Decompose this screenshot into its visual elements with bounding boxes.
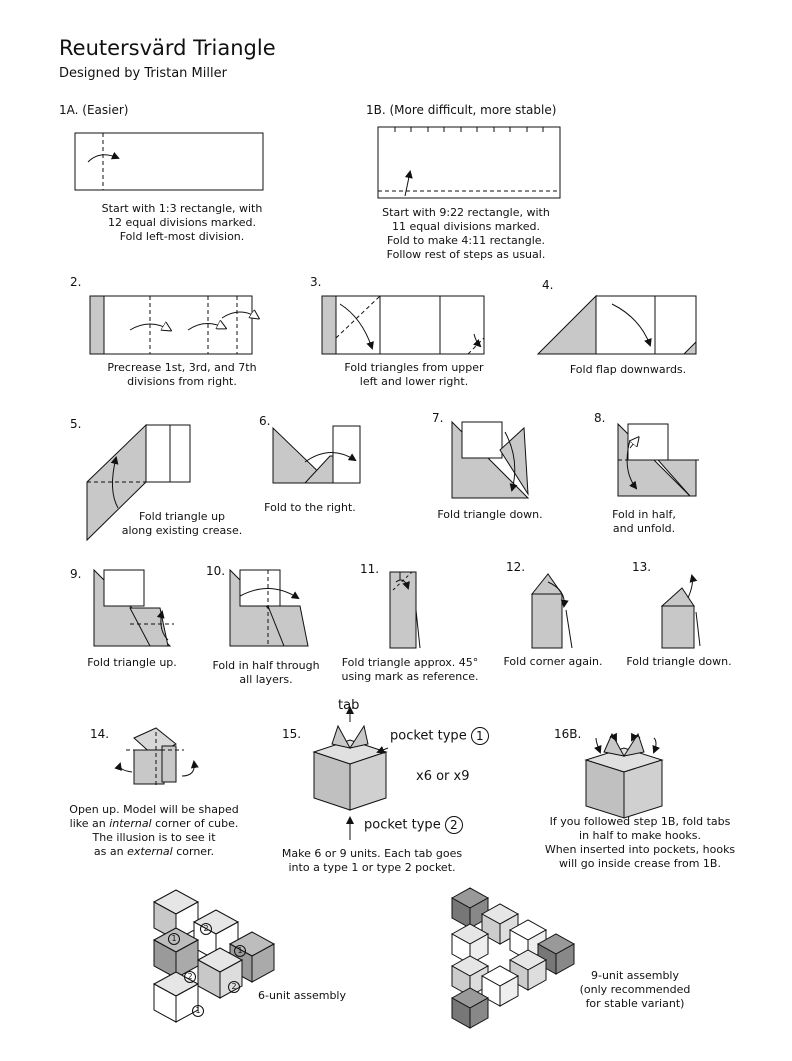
step-8-diagram [617, 422, 700, 497]
assembly-6-caption: 6-unit assembly [257, 989, 346, 1002]
step-1a-diagram [74, 132, 264, 191]
step-9-diagram [93, 568, 174, 647]
page-subtitle: Designed by Tristan Miller [59, 66, 227, 81]
step-9-label: 9. [70, 567, 82, 581]
step-4-diagram [536, 294, 697, 355]
step-13-diagram [660, 574, 701, 649]
assembly-marker: 1 [168, 928, 180, 947]
step-7-label: 7. [432, 411, 444, 425]
step-16b-cube [584, 732, 664, 819]
step-4-caption: Fold flap downwards. [569, 363, 687, 376]
step-2-diagram [89, 295, 258, 355]
pocket-type-1-label: pocket type 1 [390, 727, 489, 745]
step-9-caption: Fold triangle up. [87, 656, 177, 669]
assembly-marker: 1 [192, 1000, 204, 1019]
multiplier-label: x6 or x9 [416, 769, 470, 784]
step-11-label: 11. [360, 562, 380, 576]
step-1b-label: 1B. (More difficult, more stable) [366, 103, 557, 117]
step-3-label: 3. [310, 275, 322, 289]
page-title: Reutersvärd Triangle [59, 36, 276, 60]
step-11-diagram [389, 571, 421, 649]
step-1b-diagram [377, 126, 561, 199]
step-12-label: 12. [506, 560, 526, 574]
step-15-cube [312, 706, 389, 840]
step-10-label: 10. [206, 564, 226, 578]
step-13-label: 13. [632, 560, 652, 574]
step-3-diagram [321, 295, 485, 355]
step-6-diagram [272, 425, 361, 484]
step-14-diagram [114, 727, 199, 786]
pocket-type-2-label: pocket type 2 [364, 816, 463, 834]
assembly-9-diagram [450, 887, 576, 1029]
assembly-marker: 2 [184, 966, 196, 985]
assembly-marker: 2 [200, 918, 212, 937]
step-11-caption: Fold triangle approx. 45°using mark as r… [341, 656, 479, 683]
assembly-marker: 1 [234, 940, 246, 959]
step-7-diagram [451, 420, 530, 499]
step-1a-label: 1A. (Easier) [59, 103, 129, 117]
step-15-label: 15. [282, 727, 302, 741]
step-6-label: 6. [259, 414, 271, 428]
step-10-diagram [229, 568, 309, 647]
step-8-label: 8. [594, 411, 606, 425]
step-13-caption: Fold triangle down. [626, 655, 732, 668]
step-5-diagram [86, 423, 191, 542]
step-7-caption: Fold triangle down. [437, 508, 543, 521]
step-5-label: 5. [70, 417, 82, 431]
step-2-label: 2. [70, 275, 82, 289]
tab-label: tab [338, 698, 360, 713]
step-4-label: 4. [542, 278, 554, 292]
assembly-marker: 2 [228, 976, 240, 995]
step-8-caption: Fold in half,and unfold. [612, 508, 676, 535]
step-14-caption: Open up. Model will be shaped like an in… [69, 803, 239, 858]
step-12-diagram [530, 573, 573, 649]
step-14-label: 14. [90, 727, 110, 741]
step-6-caption: Fold to the right. [264, 501, 356, 514]
step-12-caption: Fold corner again. [503, 655, 603, 668]
step-16b-label: 16B. [554, 727, 582, 741]
